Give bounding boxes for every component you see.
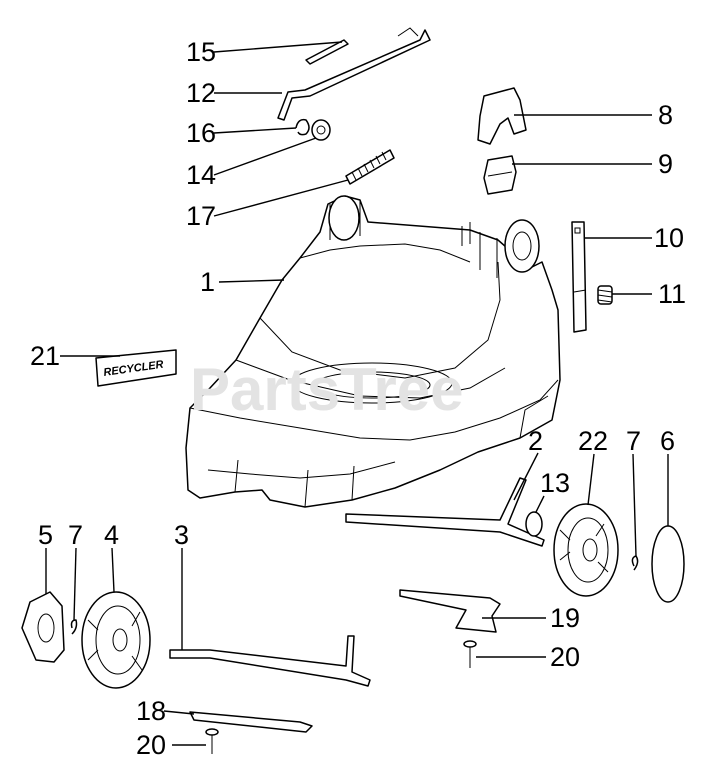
leader-lines bbox=[45, 41, 669, 746]
screw-part-20-left bbox=[205, 728, 219, 754]
wheel-part-4 bbox=[81, 591, 151, 689]
callout-3: 3 bbox=[174, 520, 189, 550]
rear-axle-part-2 bbox=[345, 477, 545, 547]
callout-13: 13 bbox=[540, 468, 570, 498]
lever-part-10 bbox=[571, 221, 587, 333]
callout-7-left: 7 bbox=[68, 520, 83, 550]
bracket-part-19 bbox=[399, 589, 501, 633]
callout-19: 19 bbox=[550, 603, 580, 633]
callout-20-right: 20 bbox=[550, 642, 580, 672]
callout-21: 21 bbox=[30, 341, 60, 371]
callout-1: 1 bbox=[200, 267, 215, 297]
knob-part-9 bbox=[483, 155, 517, 195]
callout-8: 8 bbox=[658, 100, 673, 130]
callout-16: 16 bbox=[186, 118, 216, 148]
mower-deck-housing bbox=[185, 195, 561, 508]
callout-20-left: 20 bbox=[136, 730, 166, 760]
spring-part-17 bbox=[345, 149, 395, 185]
callout-18: 18 bbox=[136, 696, 166, 726]
callout-2: 2 bbox=[528, 426, 543, 456]
screw-part-20-right bbox=[463, 640, 477, 668]
clip-part-16 bbox=[295, 118, 310, 136]
callout-6: 6 bbox=[660, 426, 675, 456]
cover-part-8 bbox=[477, 87, 527, 145]
spring-part-11 bbox=[597, 285, 613, 305]
bushing-part-14 bbox=[311, 119, 331, 141]
callout-12: 12 bbox=[186, 78, 216, 108]
callout-10: 10 bbox=[654, 223, 684, 253]
recycler-decal-part-21: RECYCLER bbox=[95, 349, 177, 387]
callout-22: 22 bbox=[578, 426, 608, 456]
callout-14: 14 bbox=[186, 160, 216, 190]
hubcap-part-5 bbox=[21, 591, 65, 663]
wheel-part-22 bbox=[553, 503, 619, 597]
callout-4: 4 bbox=[104, 520, 119, 550]
callout-9: 9 bbox=[658, 149, 673, 179]
callout-11: 11 bbox=[658, 279, 686, 309]
callout-5: 5 bbox=[38, 520, 53, 550]
watermark: PartsTree bbox=[190, 356, 464, 423]
front-axle-part-3 bbox=[169, 635, 371, 687]
blade-part-18 bbox=[189, 711, 313, 733]
callout-labels: 15 12 16 14 17 1 21 8 9 10 11 2 13 22 7 … bbox=[30, 37, 686, 760]
hubcap-part-6 bbox=[651, 525, 685, 603]
sleeve-part-15 bbox=[305, 39, 349, 65]
callout-7-right: 7 bbox=[626, 426, 641, 456]
clip-part-7-left bbox=[70, 619, 78, 635]
callout-17: 17 bbox=[186, 201, 216, 231]
clip-part-7-right bbox=[631, 555, 639, 571]
bushing-part-13 bbox=[525, 511, 543, 537]
handle-rod-part-12 bbox=[277, 27, 431, 121]
callout-15: 15 bbox=[186, 37, 216, 67]
